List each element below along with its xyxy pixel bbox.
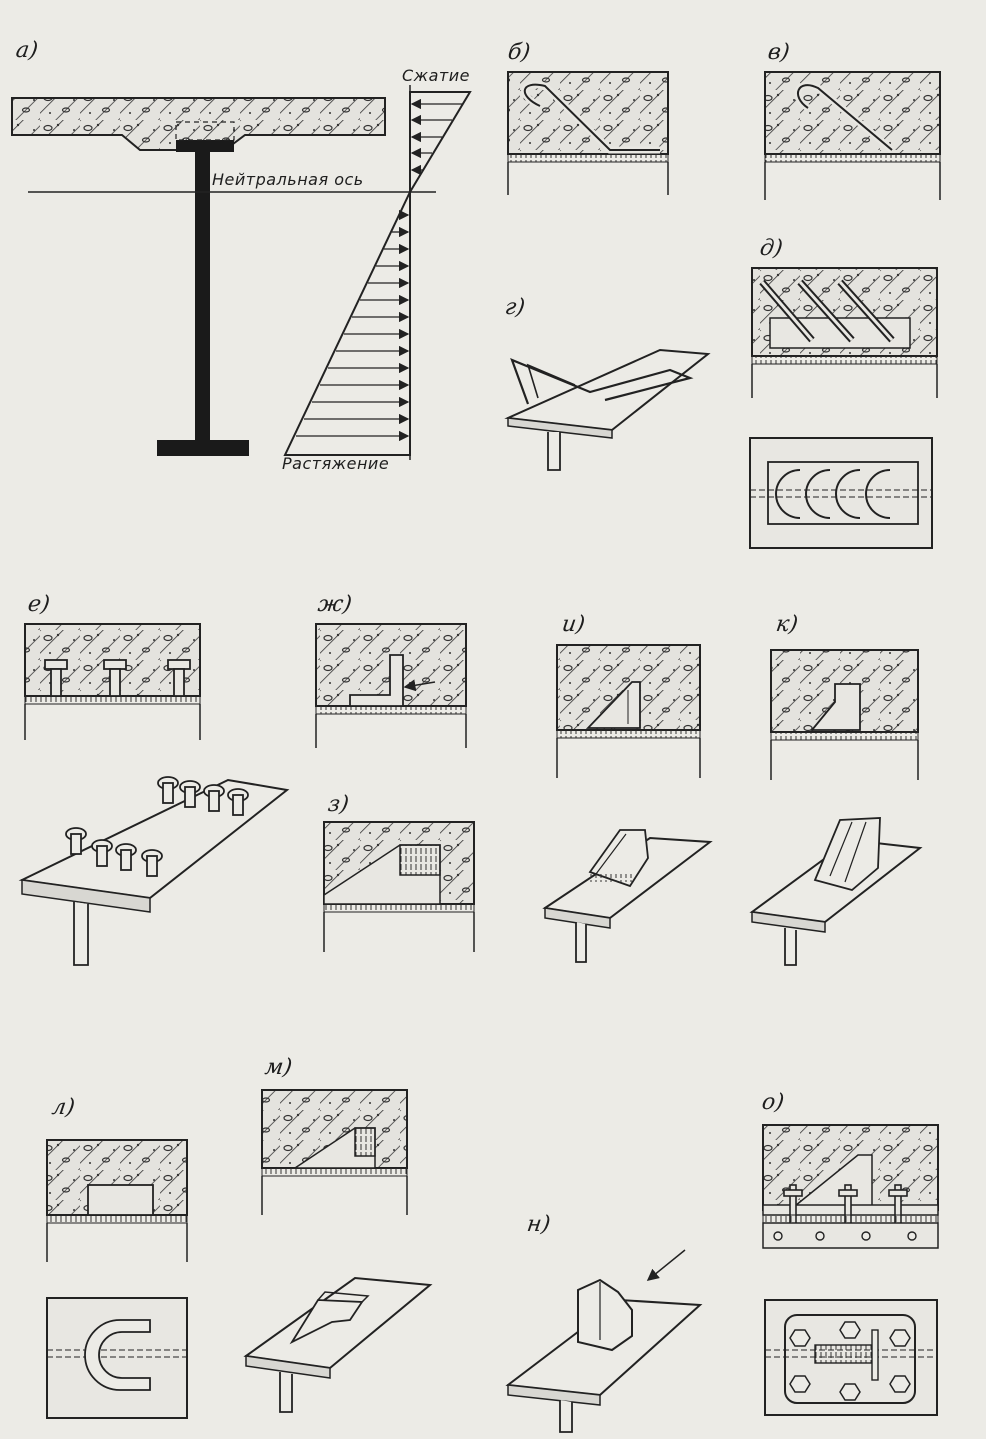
label-a: а) [14,38,40,63]
i-beam-bottom-flange [157,440,249,456]
figure-e-stud-anchors [18,623,290,966]
compression-arrows [410,98,462,176]
label-l: л) [50,1095,77,1120]
neutral-axis-label: Нейтральная ось [212,170,364,189]
figure-zh-angle-anchor [315,623,467,748]
figure-n-bent-plate-anchor [505,1249,703,1433]
tension-label: Растяжение [282,454,390,473]
i-beam-web [195,152,210,440]
figure-z-inclined-angle-anchor [323,821,475,952]
label-d: д) [758,236,785,261]
stress-diagram [283,91,472,456]
tension-arrows [296,209,410,442]
label-k: к) [774,612,800,637]
figure-m-wedge-anchor [243,1089,433,1413]
label-i: и) [560,612,587,637]
figure-v-inclined-bar-anchor [764,71,941,200]
label-n: н) [525,1212,552,1237]
figure-l-block-anchor [46,1139,188,1419]
figure-o-bolted-anchor [762,1124,939,1416]
label-g: г) [503,295,527,320]
label-zh: ж) [316,592,354,617]
figure-g-loop-anchor-3d [504,348,711,471]
figure-k-channel-anchor [749,649,923,966]
label-v: в) [766,40,792,65]
studs-3d [65,776,249,877]
figure-d-inclined-bars-anchor [749,267,938,549]
loop-bars-plan [775,469,891,519]
label-o: о) [760,1090,786,1115]
studs-section [44,659,191,697]
figure-b-bent-bar-anchor [507,71,669,195]
i-beam-top-flange [176,140,234,152]
figure-i-triangular-anchor [542,644,713,963]
compression-label: Сжатие [402,66,470,85]
label-e: е) [26,592,52,617]
figure-a-beam-diagram [11,85,472,460]
label-b: б) [506,40,532,65]
label-m: м) [263,1055,294,1080]
label-z: з) [326,792,351,817]
